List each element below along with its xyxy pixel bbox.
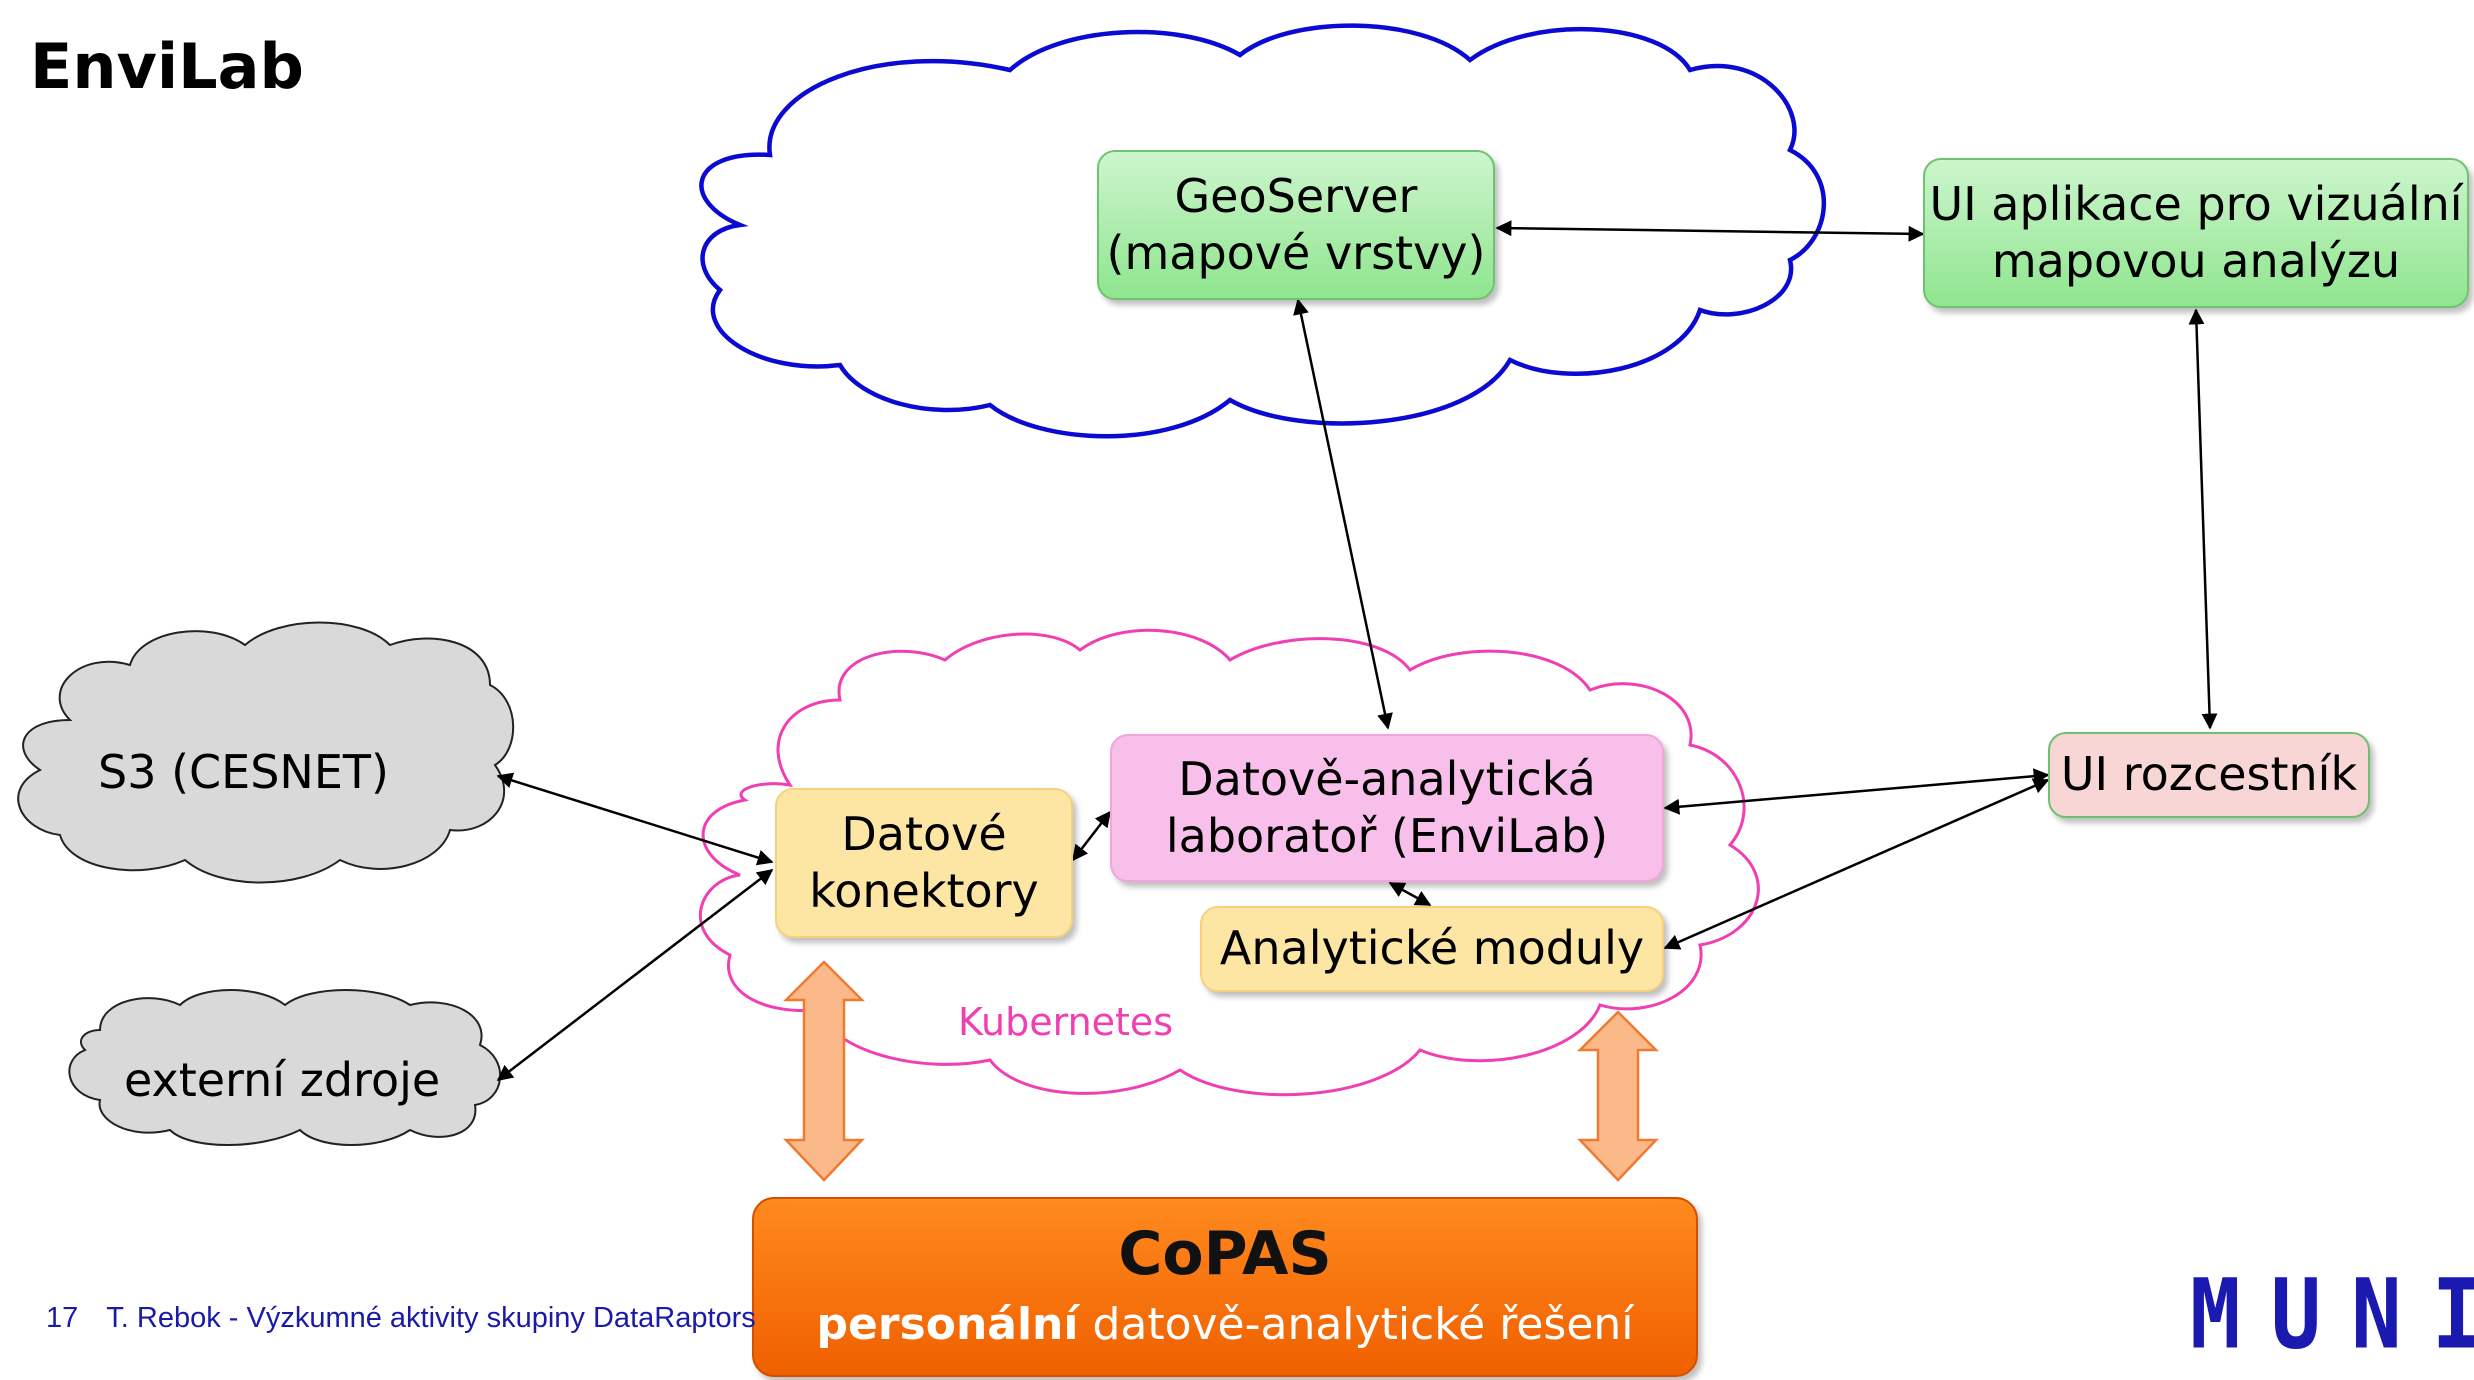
copas-subtitle-rest: datově-analytické řešení bbox=[1078, 1299, 1634, 1350]
data-connectors-box: Datové konektory bbox=[775, 788, 1073, 938]
ui-app-line1: UI aplikace pro vizuální bbox=[1929, 176, 2463, 231]
page-number: 17 bbox=[46, 1302, 79, 1334]
geoserver-line1: GeoServer bbox=[1174, 168, 1418, 223]
arrow-modules-rozcestnik bbox=[1663, 778, 2050, 950]
geoserver-line2: (mapové vrstvy) bbox=[1106, 226, 1486, 280]
copas-subtitle-bold: personální bbox=[816, 1299, 1079, 1350]
kubernetes-label: Kubernetes bbox=[958, 1000, 1174, 1044]
arrow-external-connectors bbox=[496, 869, 774, 1081]
ui-app-line2: mapovou analýzu bbox=[1991, 234, 2401, 288]
copas-modules-block-arrow bbox=[1576, 1010, 1660, 1182]
envilab-line2: laboratoř (EnviLab) bbox=[1165, 809, 1609, 863]
arrow-s3-connectors bbox=[496, 772, 774, 866]
footer-text: T. Rebok - Výzkumné aktivity skupiny Dat… bbox=[106, 1302, 756, 1334]
modules-label: Analytické moduly bbox=[1219, 921, 1645, 976]
external-sources-cloud bbox=[68, 989, 502, 1146]
geoserver-box: GeoServer (mapové vrstvy) bbox=[1097, 150, 1495, 300]
arrow-geoserver-envilab bbox=[1293, 298, 1393, 730]
arrow-geoserver-uiapp bbox=[1495, 220, 1925, 242]
copas-title: CoPAS bbox=[1118, 1219, 1332, 1289]
rozcestnik-label: UI rozcestník bbox=[2060, 747, 2358, 802]
external-sources-label: externí zdroje bbox=[124, 1053, 441, 1107]
connectors-line1: Datové bbox=[841, 806, 1007, 861]
connectors-line2: konektory bbox=[809, 864, 1039, 918]
arrow-uiapp-rozcestnik bbox=[2188, 308, 2218, 730]
footer: 17 T. Rebok - Výzkumné aktivity skupiny D… bbox=[46, 1302, 756, 1335]
arrows bbox=[496, 220, 2218, 1081]
s3-label: S3 (CESNET) bbox=[98, 745, 389, 799]
envilab-box: Datově-analytická laboratoř (EnviLab) bbox=[1110, 734, 1664, 882]
page-title: EnviLab bbox=[30, 30, 304, 103]
copas-box: CoPAS personální datově-analytické řešen… bbox=[752, 1197, 1698, 1377]
envilab-line1: Datově-analytická bbox=[1178, 751, 1596, 806]
ui-app-box: UI aplikace pro vizuální mapovou analýzu bbox=[1923, 158, 2469, 308]
ui-rozcestnik-box: UI rozcestník bbox=[2048, 732, 2370, 818]
arrow-envilab-modules bbox=[1388, 881, 1432, 907]
copas-subtitle: personální datově-analytické řešení bbox=[754, 1299, 1696, 1350]
arrow-connectors-envilab bbox=[1072, 810, 1111, 862]
analytic-modules-box: Analytické moduly bbox=[1200, 906, 1664, 992]
muni-logo: MUNI bbox=[2190, 1258, 2474, 1371]
copas-connectors-block-arrow bbox=[782, 960, 866, 1182]
